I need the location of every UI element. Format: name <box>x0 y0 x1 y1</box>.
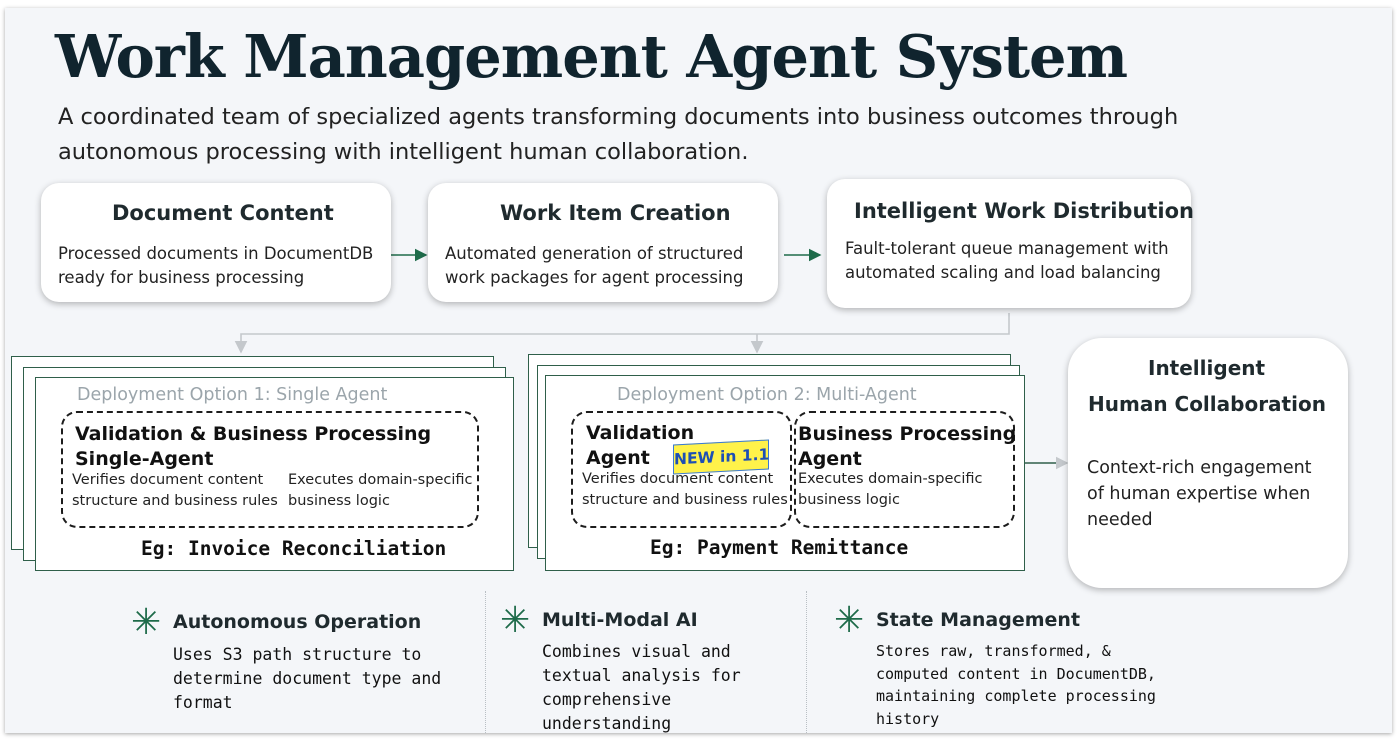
feature-body: Stores raw, transformed, & computed cont… <box>876 642 1156 728</box>
agent-title-line2: Agent <box>798 448 862 470</box>
feature-title: Autonomous Operation <box>173 611 422 633</box>
agent-title: Validation & Business Processing <box>75 423 432 445</box>
divider <box>485 591 486 733</box>
card-title: Intelligent <box>1148 356 1266 380</box>
page-subtitle: A coordinated team of specialized agents… <box>58 104 1179 165</box>
work-distribution-card: Intelligent Work Distribution Fault-tole… <box>827 179 1195 308</box>
asterisk-icon: ✳ <box>131 602 162 643</box>
slide: Work Management Agent System A coordinat… <box>5 8 1392 733</box>
business-processing-agent-box <box>794 411 1015 528</box>
asterisk-icon: ✳ <box>834 600 865 641</box>
work-item-creation-card: Work Item Creation Automated generation … <box>428 183 778 302</box>
agent-title-line2: Agent <box>586 447 650 469</box>
feature-body: Uses S3 path structure to determine docu… <box>173 645 442 712</box>
deployment-example: Eg: Payment Remittance <box>650 536 909 559</box>
feature-title: Multi-Modal AI <box>542 609 698 631</box>
asterisk-icon: ✳ <box>500 600 531 641</box>
branch-line <box>234 313 1010 354</box>
card-title: Document Content <box>112 201 334 225</box>
card-title: Work Item Creation <box>500 201 731 225</box>
divider <box>806 591 807 733</box>
feature-title: State Management <box>876 609 1081 631</box>
agent-description-line2: structure and business rules <box>72 493 278 509</box>
card-title-line2: Human Collaboration <box>1088 392 1326 416</box>
agent-title-line2: Single-Agent <box>75 448 214 470</box>
agent-description-line2: business logic <box>798 492 900 508</box>
deployment-option-2 <box>545 375 1025 571</box>
agent-description-right: Executes domain-specific <box>288 472 473 488</box>
card-title: Intelligent Work Distribution <box>854 199 1195 223</box>
feature-body: Combines visual and textual analysis for… <box>542 642 741 733</box>
deployment-label: Deployment Option 2: Multi-Agent <box>617 385 917 405</box>
validation-agent-box <box>571 411 792 528</box>
agent-description: Verifies document content <box>72 472 264 488</box>
agent-description: Verifies document content <box>582 471 774 487</box>
single-agent-box <box>61 411 479 528</box>
card-body: Context-rich engagement of human experti… <box>1087 458 1312 530</box>
document-content-card: Document Content Processed documents in … <box>41 183 391 302</box>
human-collaboration-card: Intelligent Human Collaboration Context-… <box>1068 338 1348 588</box>
agent-title: Business Processing <box>798 423 1017 445</box>
agent-description-line2: structure and business rules <box>582 492 788 508</box>
deployment-option-1 <box>35 377 514 571</box>
deployment-label: Deployment Option 1: Single Agent <box>77 385 388 405</box>
new-badge: NEW in 1.1 <box>673 439 769 475</box>
agent-title: Validation <box>586 422 695 444</box>
page-title: Work Management Agent System <box>55 22 1128 91</box>
card-body: Processed documents in DocumentDB ready … <box>58 244 374 287</box>
agent-description-right-line2: business logic <box>288 493 390 509</box>
agent-description: Executes domain-specific <box>798 471 983 487</box>
card-body: Fault-tolerant queue management with aut… <box>845 239 1169 282</box>
card-body: Automated generation of structured work … <box>445 244 744 287</box>
deployment-example: Eg: Invoice Reconciliation <box>141 537 447 560</box>
